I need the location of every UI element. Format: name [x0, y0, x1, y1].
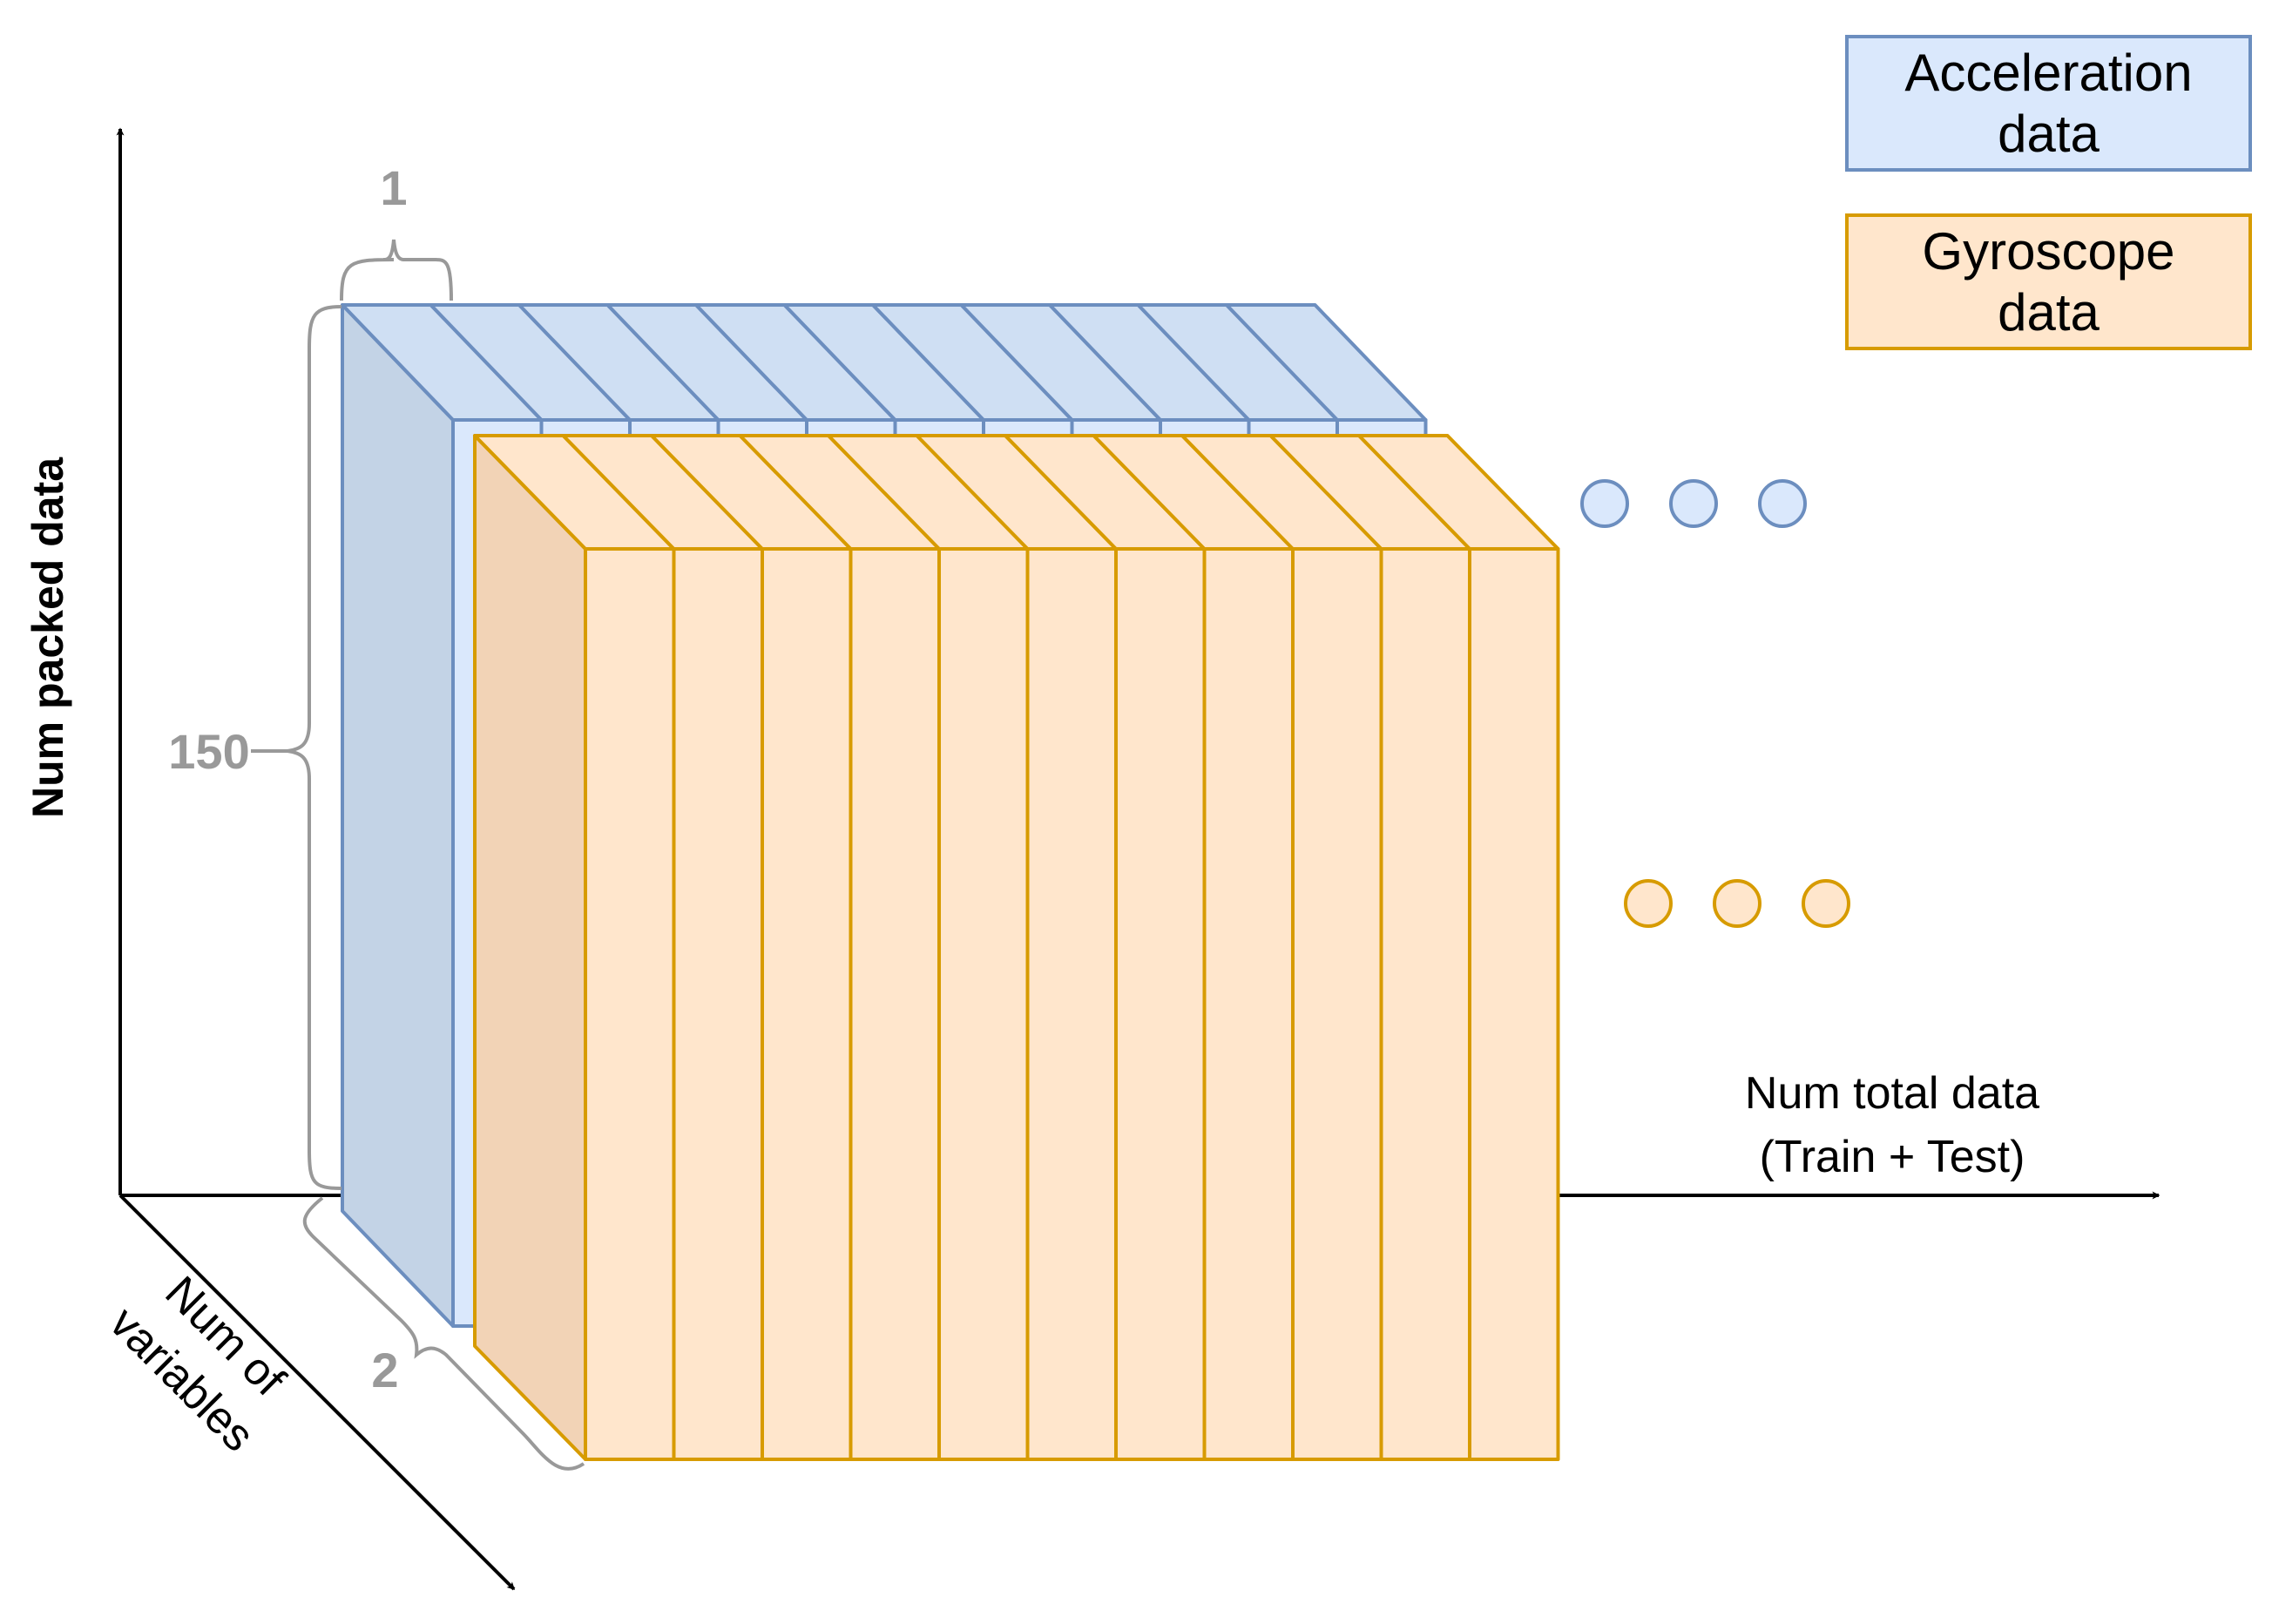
depth-brace: 2 — [302, 1196, 585, 1471]
x-axis-label-line1: Num total data — [1745, 1068, 2039, 1119]
width-brace: 1 — [340, 160, 453, 301]
acceleration-continuation-dots — [1580, 479, 1807, 528]
width-label: 1 — [380, 160, 407, 215]
accel-dot — [1669, 479, 1718, 528]
gyro-slice-front — [761, 547, 853, 1461]
legend-gyroscope-line1: Gyroscope — [1922, 221, 2175, 281]
legend-acceleration-line2: data — [1998, 104, 2100, 163]
accel-dot — [1758, 479, 1807, 528]
gyroscope-data-block — [473, 434, 1560, 1461]
gyro-slice-front — [1379, 547, 1471, 1461]
gyroscope-continuation-dots — [1624, 879, 1850, 928]
z-axis — [118, 1194, 516, 1591]
gyro-slice-front — [1114, 547, 1207, 1461]
gyro-slice-front — [1025, 547, 1118, 1461]
legend-acceleration-data: Acceleration data — [1845, 35, 2252, 172]
gyro-slice-front — [849, 547, 941, 1461]
accel-dot — [1580, 479, 1629, 528]
gyro-slice-front — [584, 547, 676, 1461]
gyro-slice-front — [937, 547, 1030, 1461]
gyro-slice-front — [672, 547, 764, 1461]
gyro-dot — [1713, 879, 1761, 928]
legend-gyroscope-line2: data — [1998, 282, 2100, 342]
gyro-dot — [1624, 879, 1673, 928]
gyro-slice-front — [1291, 547, 1383, 1461]
gyro-slice-front — [1202, 547, 1295, 1461]
x-axis-label-line2: (Train + Test) — [1760, 1132, 2025, 1182]
height-label: 150 — [168, 724, 249, 779]
depth-label: 2 — [371, 1343, 398, 1397]
x-axis-label: Num total data (Train + Test) — [1745, 1068, 2039, 1182]
accel-side-face — [341, 303, 455, 1328]
z-axis-label: Num of variables — [100, 1267, 295, 1461]
gyro-slice-front — [1468, 547, 1560, 1461]
gyro-side-face — [473, 434, 587, 1461]
legend-gyroscope-data: Gyroscope data — [1845, 213, 2252, 350]
gyro-dot — [1802, 879, 1850, 928]
legend-acceleration-line1: Acceleration — [1904, 43, 2193, 102]
y-axis-label: Num packed data — [24, 457, 72, 818]
height-brace: 150 — [168, 305, 342, 1190]
